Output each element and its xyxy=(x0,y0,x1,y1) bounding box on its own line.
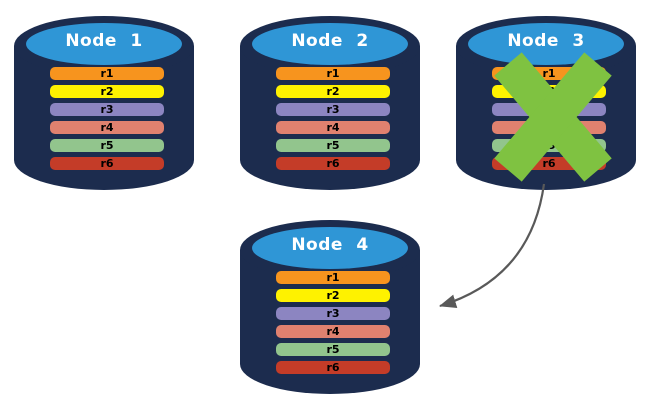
db-node-3: Node 3 r1 r2 r3 r4 r5 r6 xyxy=(454,8,638,192)
replica-row-r3: r3 xyxy=(276,307,390,320)
replica-row-r3: r3 xyxy=(276,103,390,116)
replica-row-r2: r2 xyxy=(276,85,390,98)
replica-rows: r1 r2 r3 r4 r5 r6 xyxy=(50,67,164,175)
replica-row-r2: r2 xyxy=(50,85,164,98)
replica-row-r6: r6 xyxy=(50,157,164,170)
db-node-4: Node 4 r1 r2 r3 r4 r5 r6 xyxy=(238,212,422,396)
replica-row-r4: r4 xyxy=(276,325,390,338)
replica-row-r2: r2 xyxy=(276,289,390,302)
node-title: Node 3 xyxy=(507,31,585,51)
replica-row-r1: r1 xyxy=(276,271,390,284)
replica-rows: r1 r2 r3 r4 r5 r6 xyxy=(276,271,390,379)
replica-row-r5: r5 xyxy=(50,139,164,152)
replica-row-r4: r4 xyxy=(276,121,390,134)
replica-row-r3: r3 xyxy=(50,103,164,116)
replica-row-r1: r1 xyxy=(50,67,164,80)
replica-row-r6: r6 xyxy=(276,361,390,374)
db-node-2: Node 2 r1 r2 r3 r4 r5 r6 xyxy=(238,8,422,192)
replica-row-r5: r5 xyxy=(276,139,390,152)
db-node-1: Node 1 r1 r2 r3 r4 r5 r6 xyxy=(12,8,196,192)
replica-row-r4: r4 xyxy=(50,121,164,134)
node-title: Node 4 xyxy=(291,235,369,255)
replica-row-r5: r5 xyxy=(276,343,390,356)
replica-row-r1: r1 xyxy=(276,67,390,80)
replica-rows: r1 r2 r3 r4 r5 r6 xyxy=(276,67,390,175)
failure-x-icon xyxy=(494,52,612,182)
replica-row-r6: r6 xyxy=(276,157,390,170)
node-title: Node 2 xyxy=(291,31,369,51)
arrow-curve xyxy=(439,183,546,308)
node-title: Node 1 xyxy=(65,31,143,51)
